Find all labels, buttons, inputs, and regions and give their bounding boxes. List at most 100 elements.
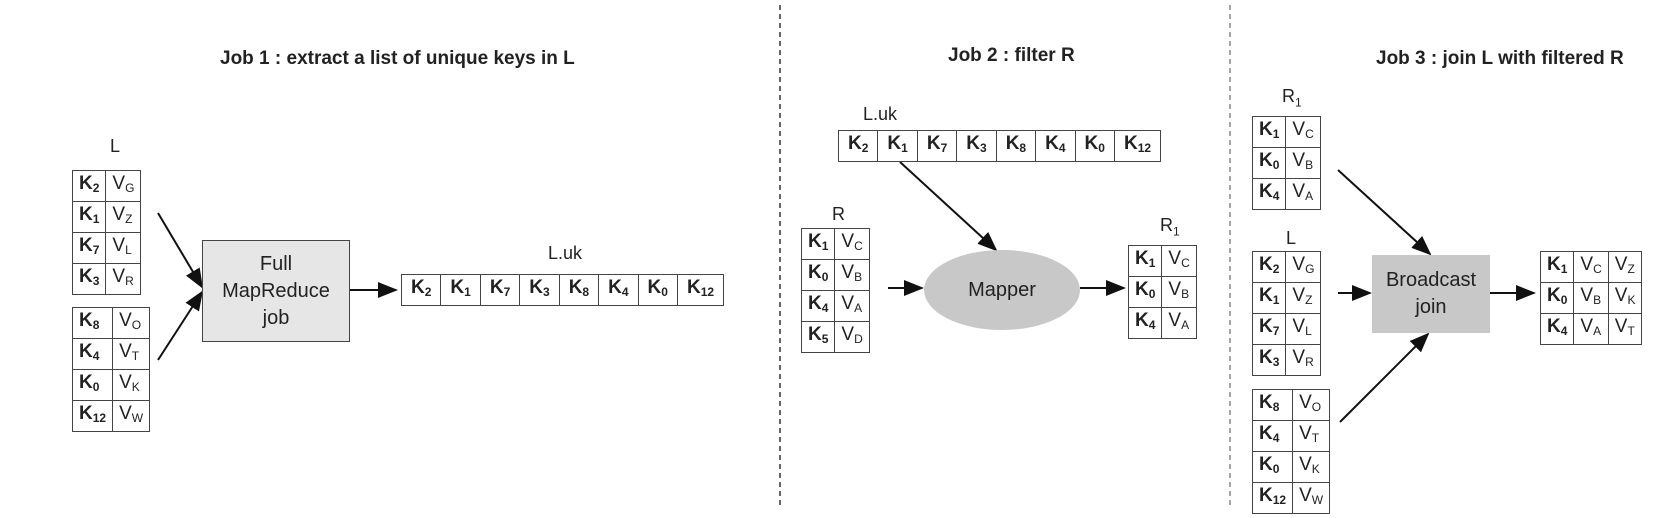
key-cell: K2 xyxy=(837,130,879,162)
job1-L-label: L xyxy=(110,136,121,156)
job2-luk-label: L.uk xyxy=(863,104,898,124)
job2-R1-label-main: R xyxy=(1160,215,1173,235)
value-cell: VB xyxy=(1573,282,1609,314)
value-cell: VG xyxy=(105,170,142,202)
value-cell: VC xyxy=(1285,116,1321,148)
value-cell: VZ xyxy=(105,201,142,233)
full-mapreduce-box: Full MapReduce job xyxy=(202,240,350,342)
key-cell: K1 xyxy=(1251,282,1287,314)
key-cell: K0 xyxy=(1127,276,1163,308)
value-cell: VK xyxy=(1292,451,1331,483)
value-cell: VA xyxy=(1285,178,1321,210)
key-cell: K0 xyxy=(1251,147,1287,179)
key-cell: K1 xyxy=(877,130,918,162)
value-cell: VB xyxy=(834,259,870,291)
job3-R1-label-main: R xyxy=(1282,86,1295,106)
job1-luk-label: L.uk xyxy=(548,243,583,263)
key-cell: K0 xyxy=(637,274,678,306)
key-cell: K12 xyxy=(1251,482,1294,514)
key-cell: K2 xyxy=(1251,251,1287,283)
value-cell: VZ xyxy=(1607,251,1643,283)
key-cell: K3 xyxy=(1251,344,1287,376)
key-cell: K4 xyxy=(598,274,639,306)
value-cell: VT xyxy=(1607,313,1643,345)
value-cell: VL xyxy=(105,232,142,264)
key-cell: K3 xyxy=(956,130,997,162)
key-cell: K4 xyxy=(1539,313,1575,345)
value-cell: VO xyxy=(1292,389,1331,421)
key-cell: K8 xyxy=(71,307,114,339)
job2-title: Job 2 : filter R xyxy=(948,45,1075,66)
value-cell: VW xyxy=(112,400,151,432)
job2-R1-label: R1 xyxy=(1160,215,1180,239)
full-mapreduce-label: Full MapReduce job xyxy=(222,252,330,329)
arrow-Lb-to-bcast xyxy=(1339,332,1430,423)
value-cell: VR xyxy=(1285,344,1322,376)
arrow-L-top-to-full xyxy=(157,212,204,289)
key-cell: K1 xyxy=(1127,245,1163,277)
mapper-ellipse: Mapper xyxy=(924,250,1080,330)
value-cell: VK xyxy=(112,369,151,401)
value-cell: VK xyxy=(1607,282,1643,314)
value-cell: VA xyxy=(834,290,870,322)
value-cell: VT xyxy=(112,338,151,370)
key-cell: K12 xyxy=(71,400,114,432)
broadcast-join-label: Broadcast join xyxy=(1385,269,1477,318)
arrow-luk-to-mapper xyxy=(899,161,998,252)
value-cell: VC xyxy=(1161,245,1197,277)
key-cell: K1 xyxy=(1251,116,1287,148)
key-cell: K3 xyxy=(71,263,107,295)
arrow-R1-to-bcast xyxy=(1337,169,1432,256)
value-cell: VT xyxy=(1292,420,1331,452)
job2-R1-label-sub: 1 xyxy=(1173,224,1180,239)
key-cell: K0 xyxy=(1539,282,1575,314)
key-cell: K0 xyxy=(800,259,836,291)
key-cell: K2 xyxy=(71,170,107,202)
arrow-L-bottom-to-full xyxy=(157,290,204,361)
key-cell: K4 xyxy=(1251,420,1294,452)
key-cell: K1 xyxy=(1539,251,1575,283)
key-cell: K1 xyxy=(800,228,836,260)
key-cell: K0 xyxy=(1074,130,1115,162)
mapper-label: Mapper xyxy=(968,278,1036,301)
job1-title: Job 1 : extract a list of unique keys in… xyxy=(220,48,575,69)
key-cell: K2 xyxy=(400,274,442,306)
key-cell: K8 xyxy=(1251,389,1294,421)
value-cell: VG xyxy=(1285,251,1322,283)
value-cell: VW xyxy=(1292,482,1331,514)
key-cell: K4 xyxy=(71,338,114,370)
value-cell: VA xyxy=(1161,307,1197,339)
value-cell: VC xyxy=(834,228,870,260)
